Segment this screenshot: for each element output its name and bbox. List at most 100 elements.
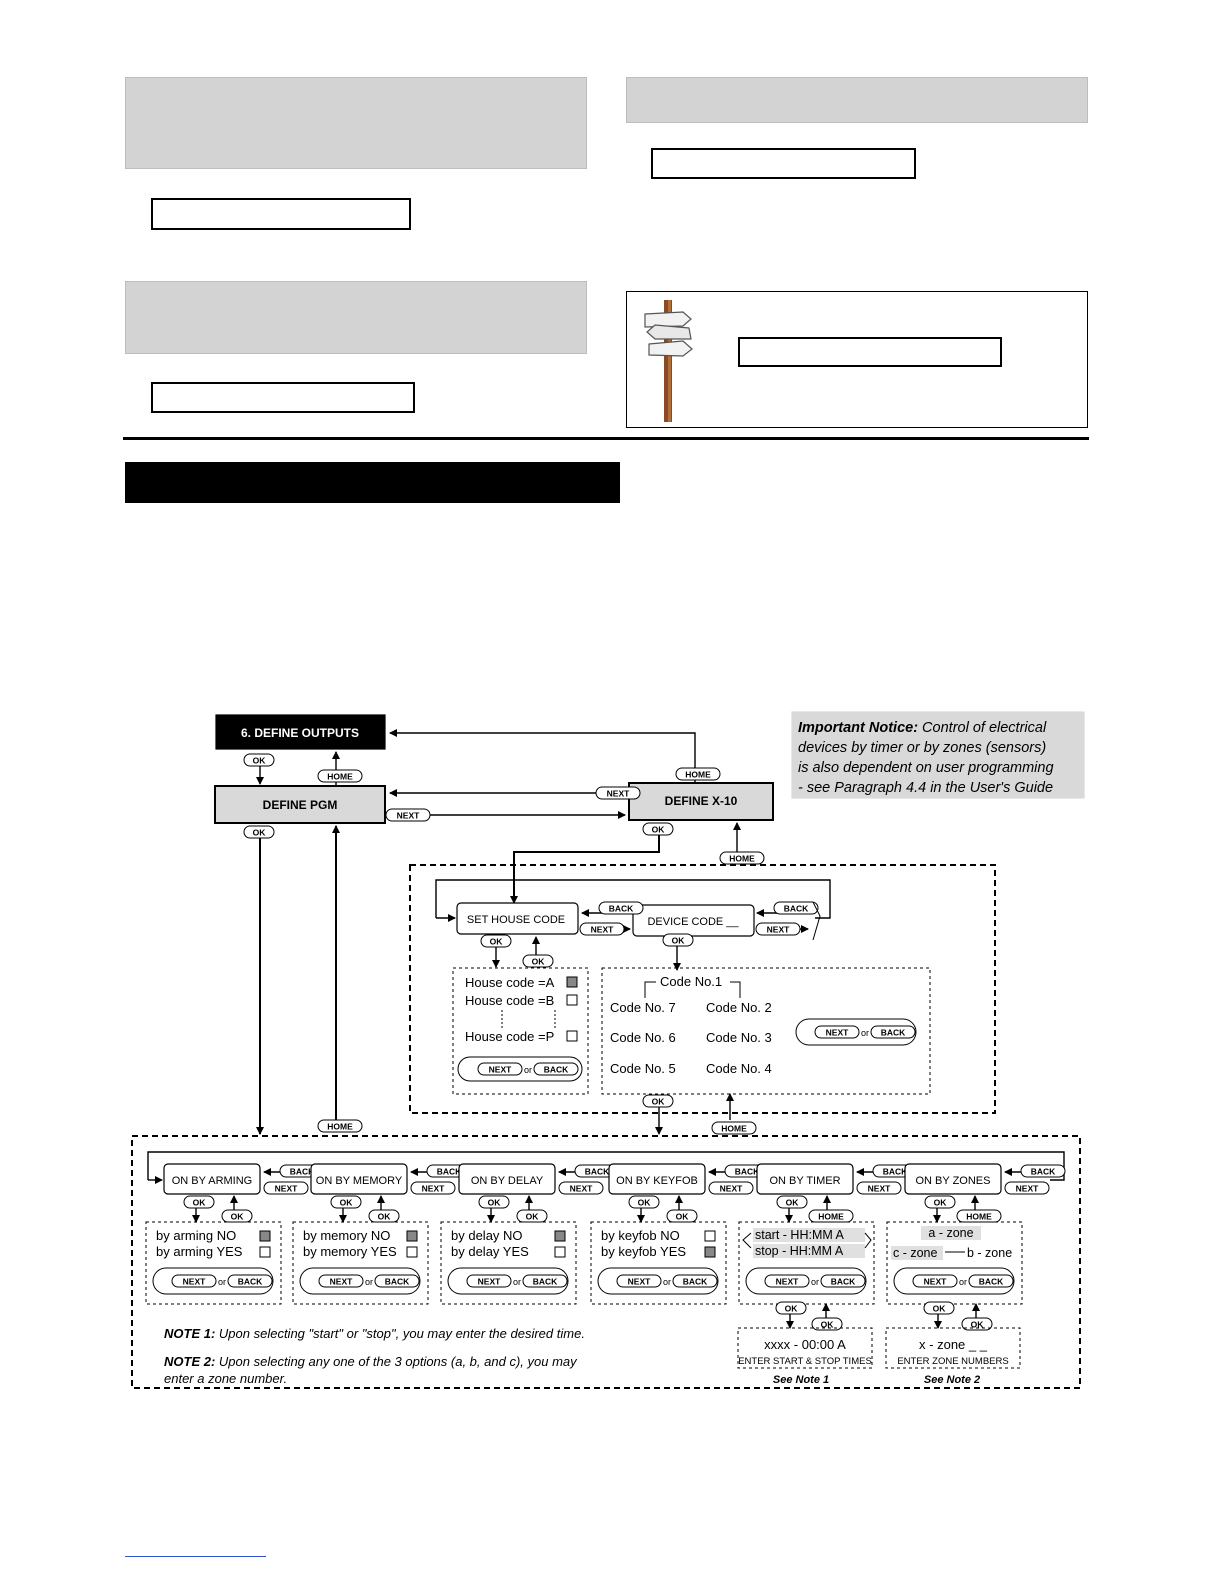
timer-option-highlight xyxy=(753,1244,865,1258)
mid-left-gray-panel xyxy=(125,281,587,354)
ok-button-label: OK xyxy=(934,1198,948,1208)
ok-button xyxy=(923,1301,955,1315)
ok-button xyxy=(642,1094,674,1108)
mode-options-box xyxy=(738,1221,875,1305)
back-button xyxy=(374,1274,420,1288)
mode-menu-label: ON BY ZONES xyxy=(916,1175,991,1187)
timer-entry-box xyxy=(737,1327,873,1369)
or-label: or xyxy=(218,1277,226,1287)
home-button-label: HOME xyxy=(327,772,353,782)
define-x10-menu xyxy=(628,782,774,821)
ok-button xyxy=(330,1195,362,1209)
important-notice-line: devices by timer or by zones (sensors) xyxy=(798,740,1046,756)
home-button xyxy=(317,769,363,783)
mode-option: by keyfob YES xyxy=(601,1244,686,1259)
back-button-label: BACK xyxy=(290,1167,315,1177)
zone-option-highlight xyxy=(921,1226,981,1240)
ok-button xyxy=(628,1195,660,1209)
ok-button-label: OK xyxy=(652,825,666,835)
device-code-option: Code No. 4 xyxy=(706,1061,772,1076)
next-button xyxy=(263,1181,309,1195)
x10-home-line xyxy=(389,729,696,783)
mode-option: by keyfob NO xyxy=(601,1228,680,1243)
section-divider xyxy=(123,437,1089,440)
back-button-label: BACK xyxy=(238,1277,263,1287)
zone-option: b - zone xyxy=(967,1246,1012,1260)
next-button-label: NEXT xyxy=(275,1184,298,1194)
define-pgm-menu xyxy=(214,785,386,824)
mode-option-checkbox xyxy=(704,1230,716,1242)
next-button xyxy=(856,1181,902,1195)
back-button-label: BACK xyxy=(735,1167,760,1177)
device-code-option: Code No. 3 xyxy=(706,1030,772,1045)
mode-option-checkbox xyxy=(554,1246,566,1258)
ok-button-label: OK xyxy=(786,1198,800,1208)
define-outputs-menu xyxy=(215,714,386,750)
mode-option-checkbox xyxy=(259,1230,271,1242)
or-label: or xyxy=(811,1277,819,1287)
or-label: or xyxy=(524,1065,532,1075)
define-outputs-label: 6. DEFINE OUTPUTS xyxy=(241,726,359,740)
home-button xyxy=(711,1121,757,1135)
mode-options-box xyxy=(145,1221,282,1305)
device-code-option: Code No. 5 xyxy=(610,1061,676,1076)
next-button-label: NEXT xyxy=(591,925,614,935)
back-button xyxy=(820,1274,866,1288)
timer-loop xyxy=(864,1232,872,1249)
ok-button-label: OK xyxy=(785,1304,799,1314)
mode-menu-label: ON BY MEMORY xyxy=(316,1175,403,1187)
timer-option: stop - HH:MM A xyxy=(755,1244,844,1258)
x10-ok-line xyxy=(510,835,660,904)
ok-button xyxy=(775,1301,807,1315)
set-house-code-menu xyxy=(456,902,579,935)
next-button-label: NEXT xyxy=(868,1184,891,1194)
back-button xyxy=(870,1025,916,1039)
ok-button-label: OK xyxy=(378,1212,392,1222)
mid-left-empty-box xyxy=(151,382,415,413)
home-button-label: HOME xyxy=(685,770,711,780)
back-button-label: BACK xyxy=(1031,1167,1056,1177)
timer-loop xyxy=(742,1232,752,1249)
timer-option: start - HH:MM A xyxy=(755,1228,845,1242)
signpost-panel xyxy=(626,291,1088,428)
device-code-menu xyxy=(632,904,755,937)
mode-menu xyxy=(163,1163,261,1195)
next-button-label: NEXT xyxy=(720,1184,743,1194)
next-button-label: NEXT xyxy=(776,1277,799,1287)
ok-button xyxy=(662,933,694,947)
define-x10-label: DEFINE X-10 xyxy=(665,794,738,808)
back-button-label: BACK xyxy=(881,1028,906,1038)
zone-entry-value: x - zone _ _ xyxy=(919,1337,988,1352)
top-right-empty-box xyxy=(651,148,916,179)
device-code-option: Code No. 2 xyxy=(706,1000,772,1015)
next-button-label: NEXT xyxy=(330,1277,353,1287)
house-code-option: House code =P xyxy=(465,1029,554,1044)
note-line: enter a zone number. xyxy=(164,1371,287,1386)
device-loop xyxy=(730,981,741,998)
next-button xyxy=(764,1274,810,1288)
mode-menu xyxy=(756,1163,854,1195)
home-button-label: HOME xyxy=(721,1124,747,1134)
ok-button-label: OK xyxy=(193,1198,207,1208)
mode-options-box xyxy=(292,1221,429,1305)
or-label: or xyxy=(663,1277,671,1287)
back-button-label: BACK xyxy=(533,1277,558,1287)
next-button xyxy=(814,1025,860,1039)
see-note-2: See Note 2 xyxy=(924,1374,980,1386)
home-button xyxy=(675,767,721,781)
next-button-label: NEXT xyxy=(397,811,420,821)
mode-menu-label: ON BY DELAY xyxy=(471,1175,544,1187)
house-code-option: House code =B xyxy=(465,993,554,1008)
ok-button-label: OK xyxy=(676,1212,690,1222)
next-button xyxy=(616,1274,662,1288)
next-button-label: NEXT xyxy=(489,1065,512,1075)
next-button xyxy=(755,922,801,936)
mode-option-checkbox xyxy=(406,1230,418,1242)
back-button xyxy=(598,901,644,915)
mode-option-checkbox xyxy=(259,1246,271,1258)
back-button-label: BACK xyxy=(683,1277,708,1287)
ok-button-label: OK xyxy=(231,1212,245,1222)
next-button-label: NEXT xyxy=(570,1184,593,1194)
device-code-option: Code No. 7 xyxy=(610,1000,676,1015)
back-button xyxy=(533,1062,579,1076)
